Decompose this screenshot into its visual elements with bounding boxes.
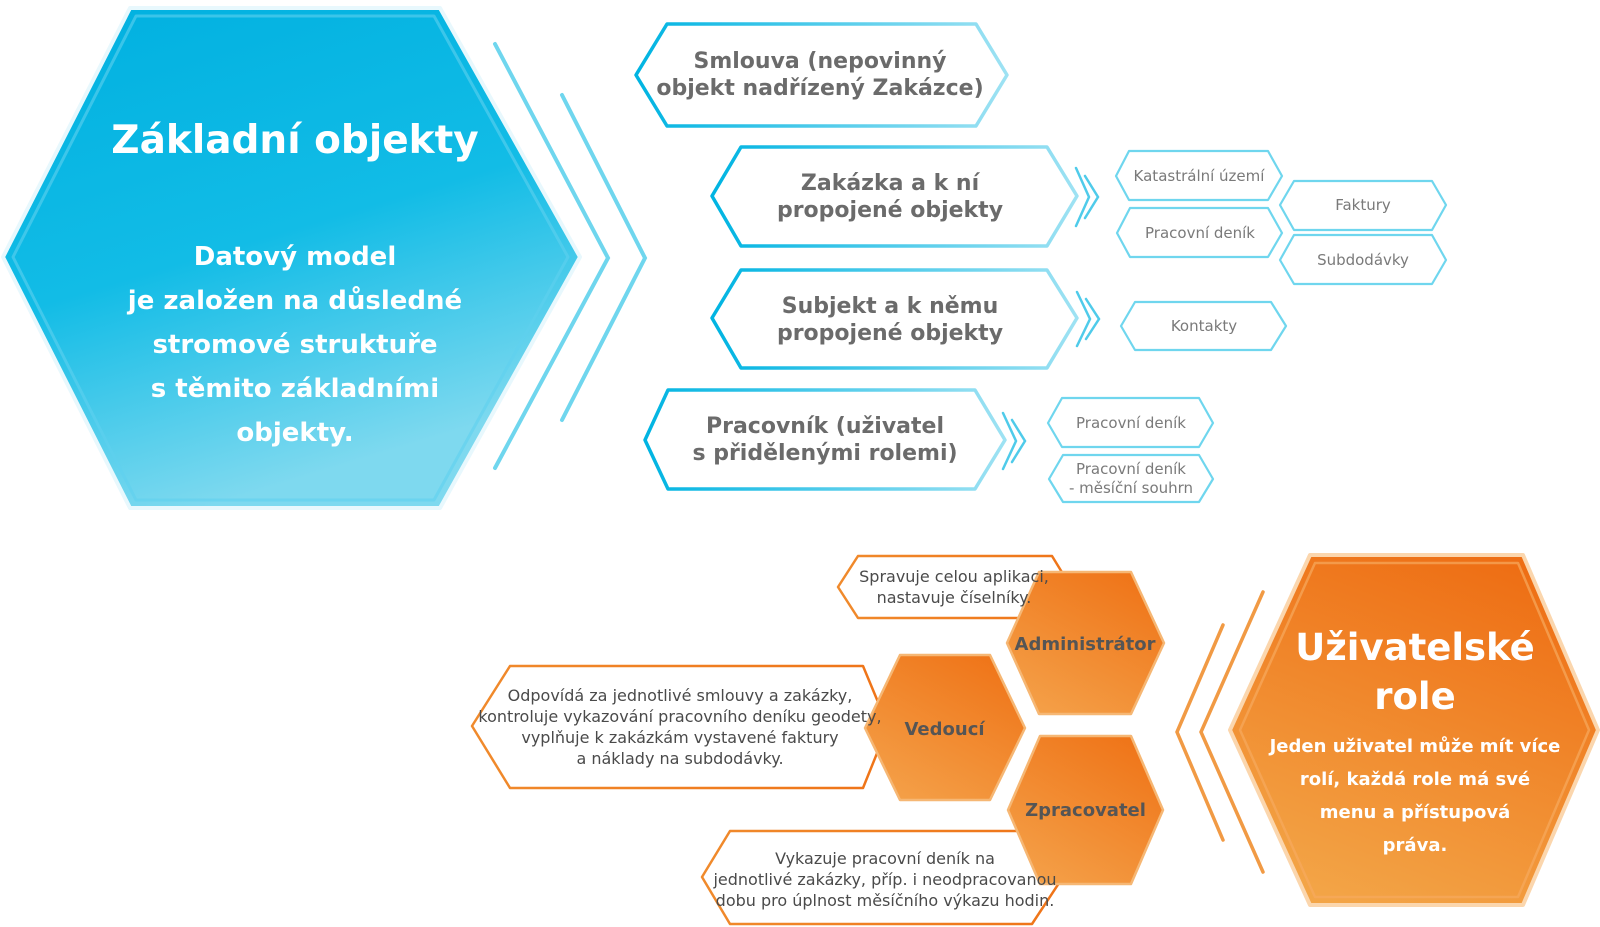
pracovnik-box [643,388,1007,491]
zpracovatel-label: Zpracovatel [1025,799,1146,821]
vedouci-description-box [470,664,890,790]
vedouci-hexagon [863,653,1027,802]
pracovni-denik-zakazka-box [1115,206,1284,259]
kontakty-box [1119,300,1288,352]
orange-chevron-outer [1175,623,1225,842]
objects-hexagon-inner-edge [11,14,570,502]
pracovnik-chevrons [1001,411,1027,471]
katastralni-uzemi-box [1114,149,1284,202]
pracovnik-label: Pracovník (uživatel s přidělenými rolemi… [692,414,958,466]
vedouci-label: Vedoucí [904,718,985,740]
roles-title: Uživatelské role [1295,626,1535,718]
subjekt-box [710,268,1079,370]
blue-chevron-outer [493,42,611,470]
roles-subtitle: Jeden uživatel může mít více rolí, každá… [1269,736,1561,856]
administrator-label: Administrátor [1014,633,1156,655]
pracovni-denik-souhrn-label: Pracovní deník - měsíční souhrn [1068,460,1194,497]
zakazka-label: Zakázka a k ní propojené objekty [776,171,1004,223]
vedouci-description: Odpovídá za jednotlivé smlouvy a zakázky… [478,686,882,768]
pracovni-denik-pracovnik-box [1046,396,1215,449]
zakazka-chevrons [1074,166,1100,228]
objects-title: Základní objekty [111,117,479,163]
blue-chevron-inner [560,93,648,422]
zpracovatel-hexagon [1006,734,1165,886]
subjekt-label: Subjekt a k němu propojené objekty [776,294,1004,346]
subdodavky-label: Subdodávky [1317,250,1409,269]
smlouva-box [634,22,1009,128]
faktury-label: Faktury [1335,195,1391,214]
objects-hexagon [1,6,582,510]
objects-subtitle: Datový model je založen na důsledné stro… [127,242,463,448]
zpracovatel-description: Vykazuje pracovní deník na jednotlivé za… [713,848,1057,910]
orange-chevron-inner [1199,590,1265,874]
roles-hexagon [1228,553,1600,907]
roles-hexagon-inner-edge [1238,561,1591,899]
administrator-hexagon [1005,570,1166,716]
zakazka-box [710,145,1079,248]
smlouva-label: Smlouva (nepovinný objekt nadřízený Zaká… [656,49,984,101]
katastralni-uzemi-label: Katastrální území [1133,166,1265,185]
pracovni-denik-zakazka-label: Pracovní deník [1145,223,1255,242]
pracovni-denik-pracovnik-label: Pracovní deník [1076,413,1186,432]
kontakty-label: Kontakty [1170,316,1238,335]
subdodavky-box [1278,233,1448,286]
subjekt-chevrons [1075,290,1101,348]
pracovni-denik-souhrn-box [1047,453,1215,504]
faktury-box [1278,179,1448,232]
administrator-description: Spravuje celou aplikaci, nastavuje čísel… [859,567,1049,607]
